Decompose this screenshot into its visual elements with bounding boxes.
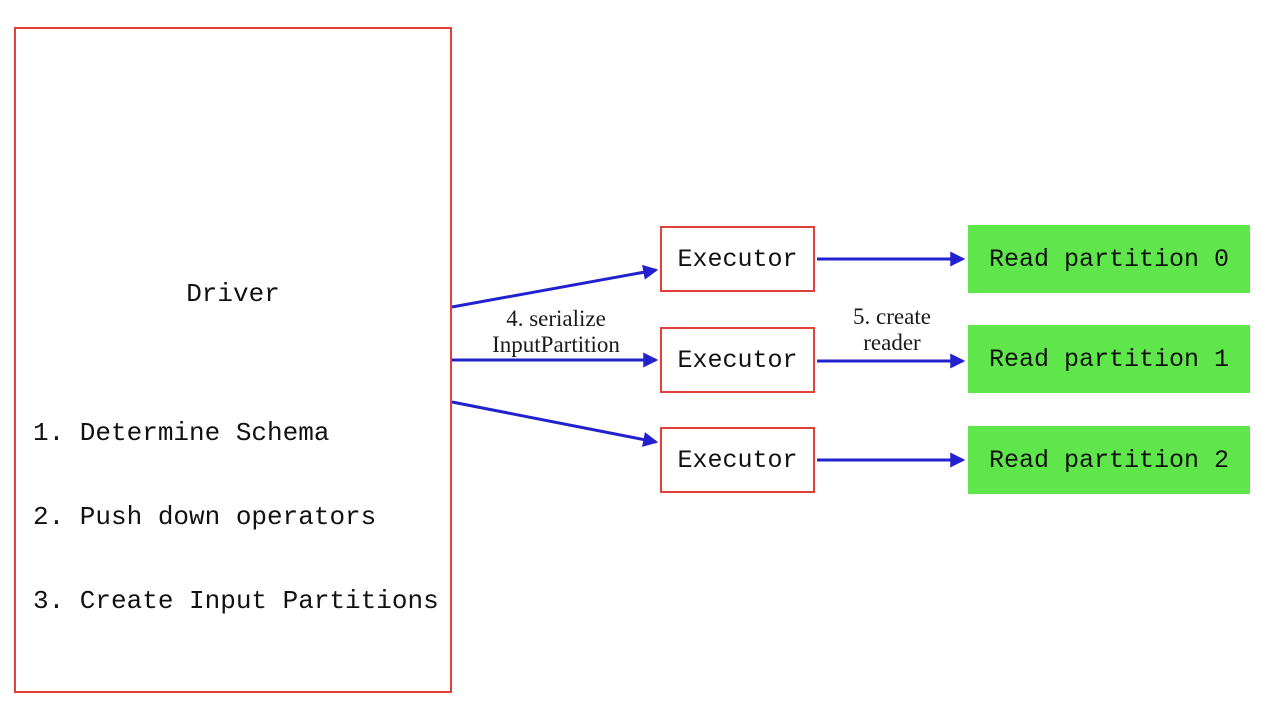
executor-label: Executor [677,445,798,475]
arrow-driver-to-executor-0 [451,264,659,309]
partition-label: Read partition 2 [988,445,1230,475]
executor-box-1: Executor [660,327,815,393]
partition-label: Read partition 1 [988,344,1230,374]
driver-box: Driver 1. Determine Schema 2. Push down … [14,27,452,693]
partition-box-0: Read partition 0 [968,225,1250,293]
driver-step-3: 3. Create Input Partitions [33,586,439,616]
edge-label-serialize: 4. serialize InputPartition [492,306,620,357]
partition-box-1: Read partition 1 [968,325,1250,393]
edge-label-create-reader: 5. create reader [853,304,931,355]
driver-step-2: 2. Push down operators [33,502,377,532]
driver-title: Driver [186,279,280,309]
executor-box-0: Executor [660,226,815,292]
partition-box-2: Read partition 2 [968,426,1250,494]
executor-label: Executor [677,345,798,375]
driver-steps: 1. Determine Schema 2. Push down operato… [33,363,439,671]
driver-step-1: 1. Determine Schema [33,418,330,448]
executor-label: Executor [677,244,798,274]
executor-box-2: Executor [660,427,815,493]
arrow-driver-to-executor-2 [451,400,659,447]
partition-label: Read partition 0 [988,244,1230,274]
